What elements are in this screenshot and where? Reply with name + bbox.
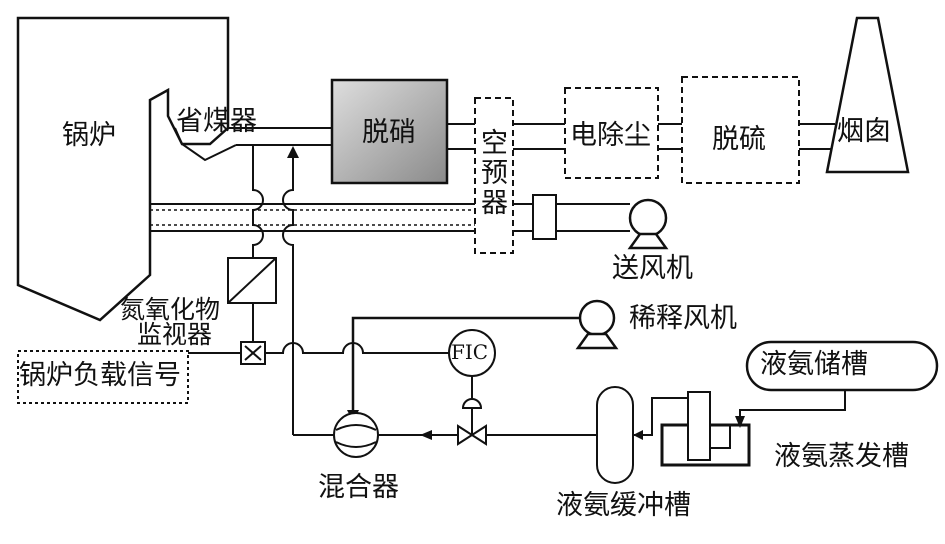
ammonia-line-arrow: [420, 430, 432, 440]
mixer: [333, 412, 379, 458]
ammonia-evaporator: [660, 391, 751, 467]
flue-duct-esp-fgd: [658, 123, 682, 150]
dilution-fan: [575, 299, 619, 350]
air-duct-aph-fan: [513, 203, 630, 232]
nox-monitor-label-1: 氮氧化物: [120, 295, 221, 324]
esp-label: 电除尘: [570, 120, 651, 151]
ammonia-buffer-tank-label: 液氨缓冲槽: [556, 490, 691, 521]
boiler-label: 锅炉: [62, 120, 116, 151]
nox-monitor: [227, 257, 277, 304]
aph-label-2: 预: [481, 158, 508, 189]
ammonia-storage-tank-label: 液氨储槽: [760, 349, 868, 380]
fic-label: FIC: [451, 340, 489, 364]
aph-label-3: 器: [481, 188, 508, 219]
multiplier-block: [240, 341, 266, 365]
economizer-outlet: [174, 127, 237, 162]
fgd-label: 脱硫: [712, 124, 766, 155]
forced-draft-fan: [627, 198, 669, 250]
injection-arrow: [287, 146, 299, 158]
evaporator-to-buffer-arrow: [633, 430, 643, 440]
control-signal-line: [265, 342, 449, 354]
boiler-outline: [16, 16, 230, 322]
flue-duct-fgd-chimney: [799, 123, 835, 150]
air-duct-boiler-aph: [150, 203, 475, 232]
desulfurization-unit: [681, 76, 800, 184]
storage-to-evaporator-arrow: [735, 416, 745, 428]
flue-duct-scr-aph: [447, 123, 475, 150]
ammonia-evaporator-label: 液氨蒸发槽: [774, 441, 909, 472]
air-preheater: [474, 97, 514, 254]
electrostatic-precipitator: [564, 87, 659, 179]
dilution-air-line: [351, 316, 580, 418]
storage-to-evaporator-line: [739, 390, 846, 425]
flue-duct-aph-esp: [513, 123, 565, 150]
dilution-fan-label: 稀释风机: [629, 303, 737, 334]
ammonia-storage-tank: [745, 340, 939, 392]
scr-label: 脱硝: [362, 117, 416, 148]
nox-monitor-label-2: 监视器: [137, 320, 213, 349]
chimney: [825, 16, 910, 174]
ammonia-buffer-tank: [596, 386, 634, 484]
ammonia-injection-line: [282, 158, 294, 435]
boiler-load-signal-box: [17, 350, 189, 404]
chimney-label: 烟囱: [837, 116, 891, 147]
boiler-load-signal-label: 锅炉负载信号: [19, 360, 181, 391]
mixer-label: 混合器: [318, 472, 399, 503]
forced-draft-fan-label: 送风机: [612, 253, 693, 284]
flow-control-valve: [457, 398, 487, 446]
scr-reactor: [330, 78, 449, 185]
air-damper: [532, 194, 557, 240]
nox-sampling-lines: [252, 145, 264, 258]
economizer-label: 省煤器: [176, 106, 257, 137]
aph-label-1: 空: [481, 128, 508, 159]
